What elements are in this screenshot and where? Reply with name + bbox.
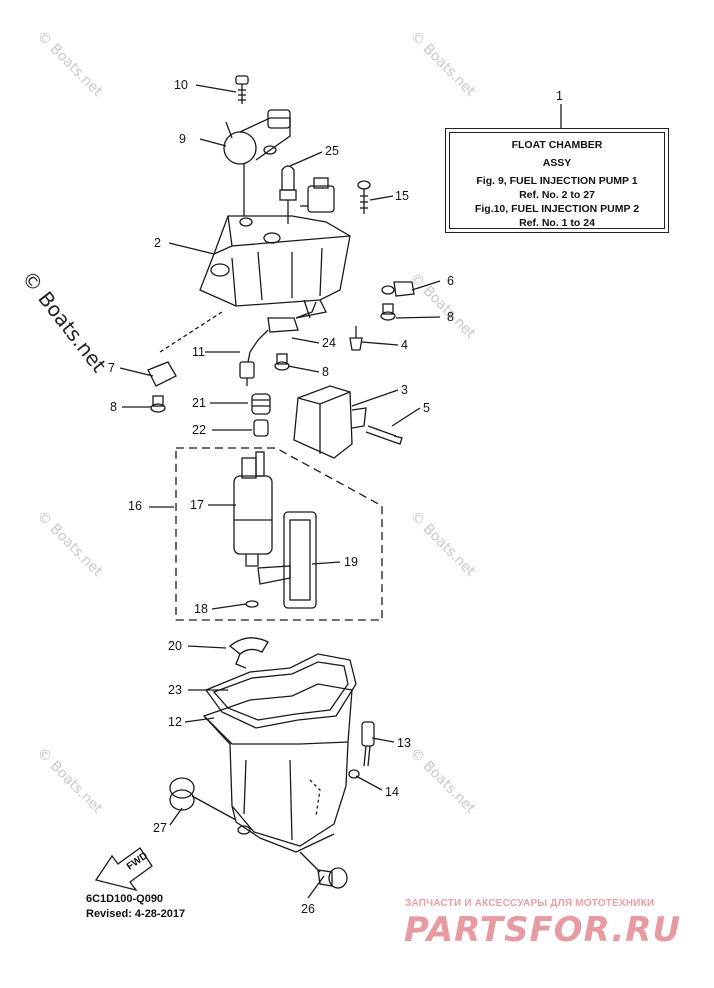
leader-line	[168, 242, 215, 255]
callout-3: 3	[401, 383, 408, 397]
callout-10: 10	[174, 78, 188, 92]
bolt-8	[274, 353, 290, 371]
leader-line	[369, 195, 394, 201]
sensor-13	[361, 721, 375, 767]
pressure-regulator-9	[223, 109, 291, 165]
o-ring-14	[348, 769, 360, 779]
leader-line	[184, 717, 215, 723]
callout-14: 14	[385, 785, 399, 799]
diagram-code: 6C1D100-Q090	[86, 893, 164, 905]
info-box: FLOAT CHAMBER ASSY Fig. 9, FUEL INJECTIO…	[445, 128, 669, 233]
bolt-8	[380, 303, 396, 321]
leader-line	[289, 151, 323, 167]
leader-line	[307, 875, 325, 899]
callout-7: 7	[108, 361, 115, 375]
bolt-10	[235, 75, 249, 104]
leader-line	[211, 603, 247, 610]
leader-line	[411, 280, 441, 291]
callout-1: 1	[556, 89, 563, 103]
leader-line	[311, 561, 341, 565]
hose-fitting-25	[279, 165, 297, 224]
leader-line	[199, 138, 227, 147]
bracket-7	[147, 311, 223, 387]
bolt-15	[357, 180, 371, 214]
callout-8: 8	[110, 400, 117, 414]
bolt-8	[150, 395, 166, 413]
connector	[300, 177, 335, 213]
assembly-16-outline	[175, 447, 383, 621]
grommet-21	[251, 393, 271, 415]
leader-line	[287, 365, 320, 373]
fuel-pump-17	[233, 451, 273, 567]
grommet-27	[169, 777, 237, 821]
leader-line	[291, 337, 320, 344]
chamber-cover-2	[199, 164, 351, 319]
leader-line	[195, 84, 237, 93]
callout-23: 23	[168, 683, 182, 697]
callout-5: 5	[423, 401, 430, 415]
info-box-subtitle: ASSY	[542, 157, 572, 169]
collar-22	[253, 419, 269, 437]
leader-line	[351, 389, 399, 407]
info-box-title: FLOAT CHAMBER	[511, 139, 603, 151]
info-box-line: Ref. No. 2 to 27	[519, 189, 595, 201]
clip-18	[245, 600, 259, 608]
callout-18: 18	[194, 602, 208, 616]
vapor-separator-cover-3	[293, 385, 367, 459]
valve-4	[349, 326, 363, 351]
info-box-inner	[449, 132, 665, 229]
callout-12: 12	[168, 715, 182, 729]
callout-2: 2	[154, 236, 161, 250]
leader-line	[371, 737, 395, 743]
callout-21: 21	[192, 396, 206, 410]
leader-line	[391, 407, 421, 427]
wire-harness-11	[239, 361, 255, 386]
clip-6	[381, 281, 415, 297]
callout-4: 4	[401, 338, 408, 352]
callout-6: 6	[447, 274, 454, 288]
brand-tagline: ЗАПЧАСТИ И АКСЕССУАРЫ ДЛЯ МОТОТЕХНИКИ	[405, 898, 655, 909]
callout-24: 24	[322, 336, 336, 350]
revision-date: Revised: 4-28-2017	[86, 908, 186, 920]
callout-9: 9	[179, 132, 186, 146]
callout-26: 26	[301, 902, 315, 916]
pin-5	[365, 425, 403, 445]
float-chamber-body-12	[202, 683, 353, 853]
callout-17: 17	[190, 498, 204, 512]
gasket-23	[204, 653, 357, 729]
leader-line	[119, 367, 154, 377]
leader-line	[361, 341, 399, 346]
fwd-arrow-icon	[94, 847, 153, 892]
drain-screw-26	[299, 851, 348, 889]
info-box-line: Ref. No. 1 to 24	[519, 217, 595, 229]
leader-line	[395, 316, 441, 319]
callout-15: 15	[395, 189, 409, 203]
filter-19	[257, 511, 317, 609]
callout-16: 16	[128, 499, 142, 513]
leader-line	[169, 807, 183, 826]
callout-8: 8	[322, 365, 329, 379]
callout-19: 19	[344, 555, 358, 569]
callout-25: 25	[325, 144, 339, 158]
retainer-20	[228, 637, 269, 669]
info-box-line: Fig. 9, FUEL INJECTION PUMP 1	[476, 175, 638, 187]
callout-27: 27	[153, 821, 167, 835]
info-box-line: Fig.10, FUEL INJECTION PUMP 2	[474, 203, 640, 215]
callout-20: 20	[168, 639, 182, 653]
callout-11: 11	[192, 345, 205, 359]
callout-8: 8	[447, 310, 454, 324]
leader-line	[187, 645, 227, 649]
callout-13: 13	[397, 736, 411, 750]
hose-24	[247, 301, 317, 363]
leader-line	[355, 775, 383, 791]
callout-22: 22	[192, 423, 206, 437]
brand-logo: PARTSFOR.RU	[404, 910, 682, 950]
